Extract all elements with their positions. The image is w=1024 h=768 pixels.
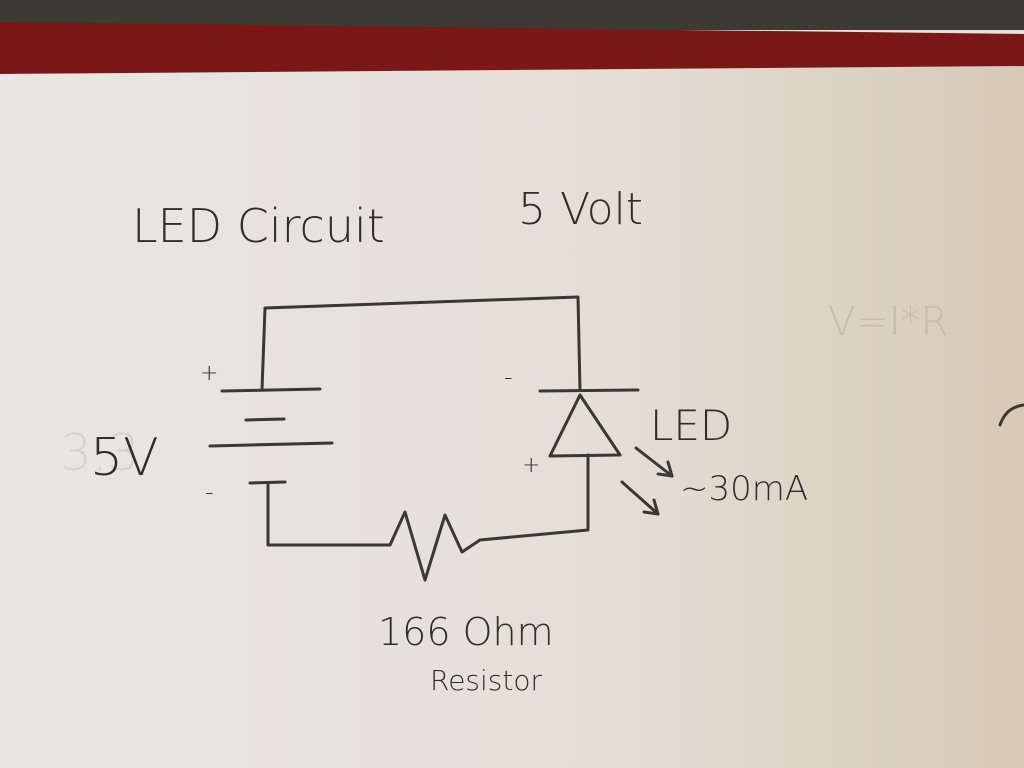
led-plus: + bbox=[522, 453, 540, 478]
resistor-value: 166 Ohm bbox=[378, 610, 554, 654]
battery-minus: - bbox=[205, 478, 214, 506]
battery-symbol bbox=[208, 387, 334, 485]
bottom-wire bbox=[266, 481, 392, 547]
erased-battery-label: 3.3 bbox=[60, 424, 140, 482]
battery-label: 5V bbox=[90, 428, 159, 488]
led-minus: - bbox=[504, 363, 513, 391]
led-label: LED bbox=[650, 401, 732, 450]
top-wire bbox=[260, 295, 582, 392]
red-cover-band bbox=[0, 22, 1024, 74]
title-right: 5 Volt bbox=[518, 184, 643, 235]
right-wire bbox=[478, 453, 590, 542]
led-symbol bbox=[538, 388, 640, 458]
partial-letter-mark bbox=[998, 403, 1024, 427]
light-emission-arrows-icon bbox=[620, 446, 674, 516]
battery-plus: + bbox=[200, 361, 218, 386]
paper-sheet bbox=[0, 66, 1024, 768]
title-left: LED Circuit bbox=[132, 199, 385, 253]
side-note: V=I*R bbox=[828, 299, 948, 345]
resistor-symbol bbox=[388, 510, 482, 582]
resistor-label: Resistor bbox=[430, 664, 542, 697]
led-current: ~30mA bbox=[680, 469, 808, 509]
